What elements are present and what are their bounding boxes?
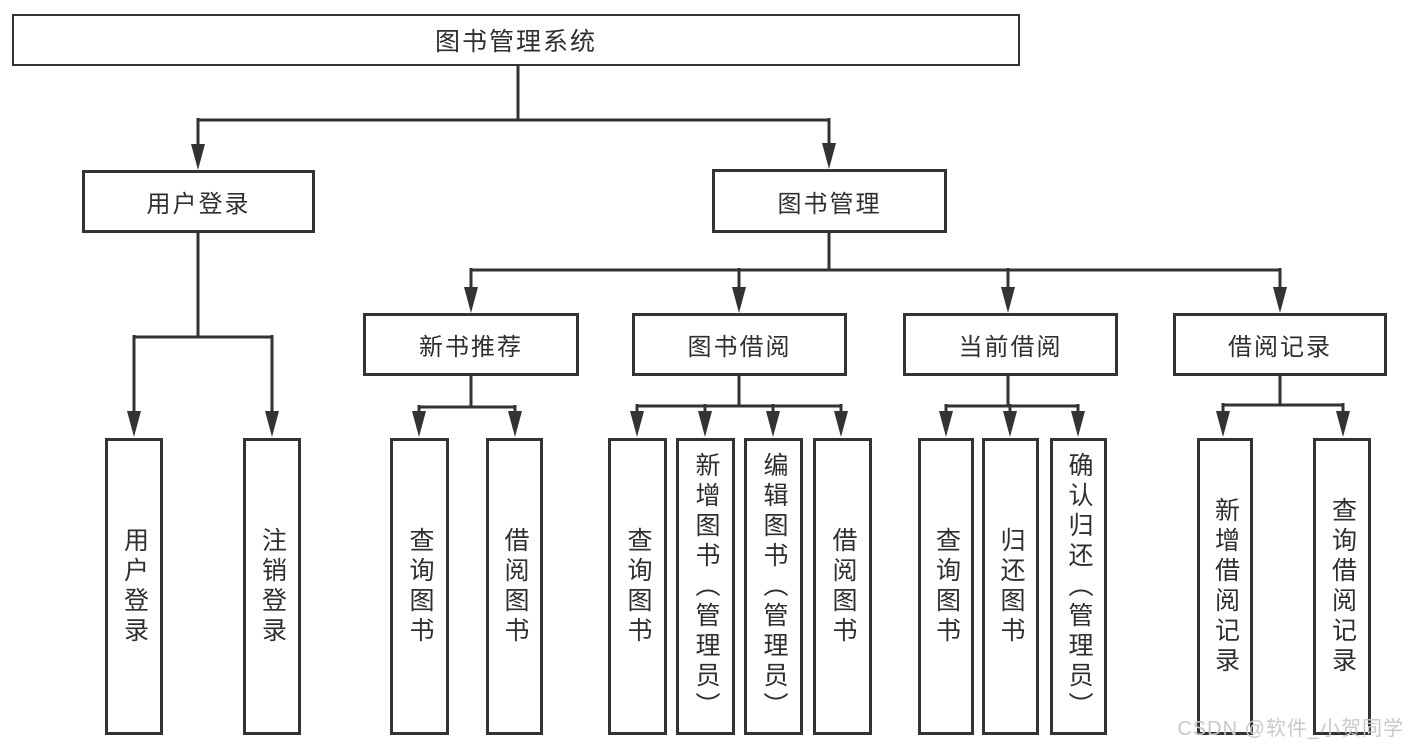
leaf-query-books-current: 查询图书 [918, 438, 974, 735]
leaf-borrow-books-borrowing: 借阅图书 [813, 438, 872, 735]
leaf-return-books: 归还图书 [982, 438, 1039, 735]
leaf-borrow-books-recommend: 借阅图书 [486, 438, 543, 735]
leaf-logout: 注销登录 [243, 438, 301, 735]
leaf-add-books-admin: 新增图书（管理员） [676, 438, 735, 735]
leaf-query-books-borrowing: 查询图书 [608, 438, 667, 735]
node-new-book-recommendation: 新书推荐 [363, 313, 579, 376]
leaf-confirm-return-admin: 确认归还（管理员） [1050, 438, 1107, 735]
node-current-borrowing: 当前借阅 [903, 313, 1118, 376]
node-user-login: 用户登录 [82, 170, 315, 233]
leaf-query-borrow-record: 查询借阅记录 [1313, 438, 1371, 735]
node-book-management: 图书管理 [712, 169, 947, 233]
leaf-query-books-recommend: 查询图书 [390, 438, 449, 735]
node-book-borrowing: 图书借阅 [632, 313, 847, 376]
arrowhead-icons [127, 143, 1350, 437]
leaf-add-borrow-record: 新增借阅记录 [1197, 438, 1253, 735]
node-borrowing-records: 借阅记录 [1173, 313, 1387, 376]
leaf-user-login: 用户登录 [105, 438, 163, 735]
node-library-management-system: 图书管理系统 [12, 14, 1020, 66]
leaf-edit-books-admin: 编辑图书（管理员） [744, 438, 803, 735]
watermark: CSDN @软件_小贺同学 [1177, 718, 1404, 740]
